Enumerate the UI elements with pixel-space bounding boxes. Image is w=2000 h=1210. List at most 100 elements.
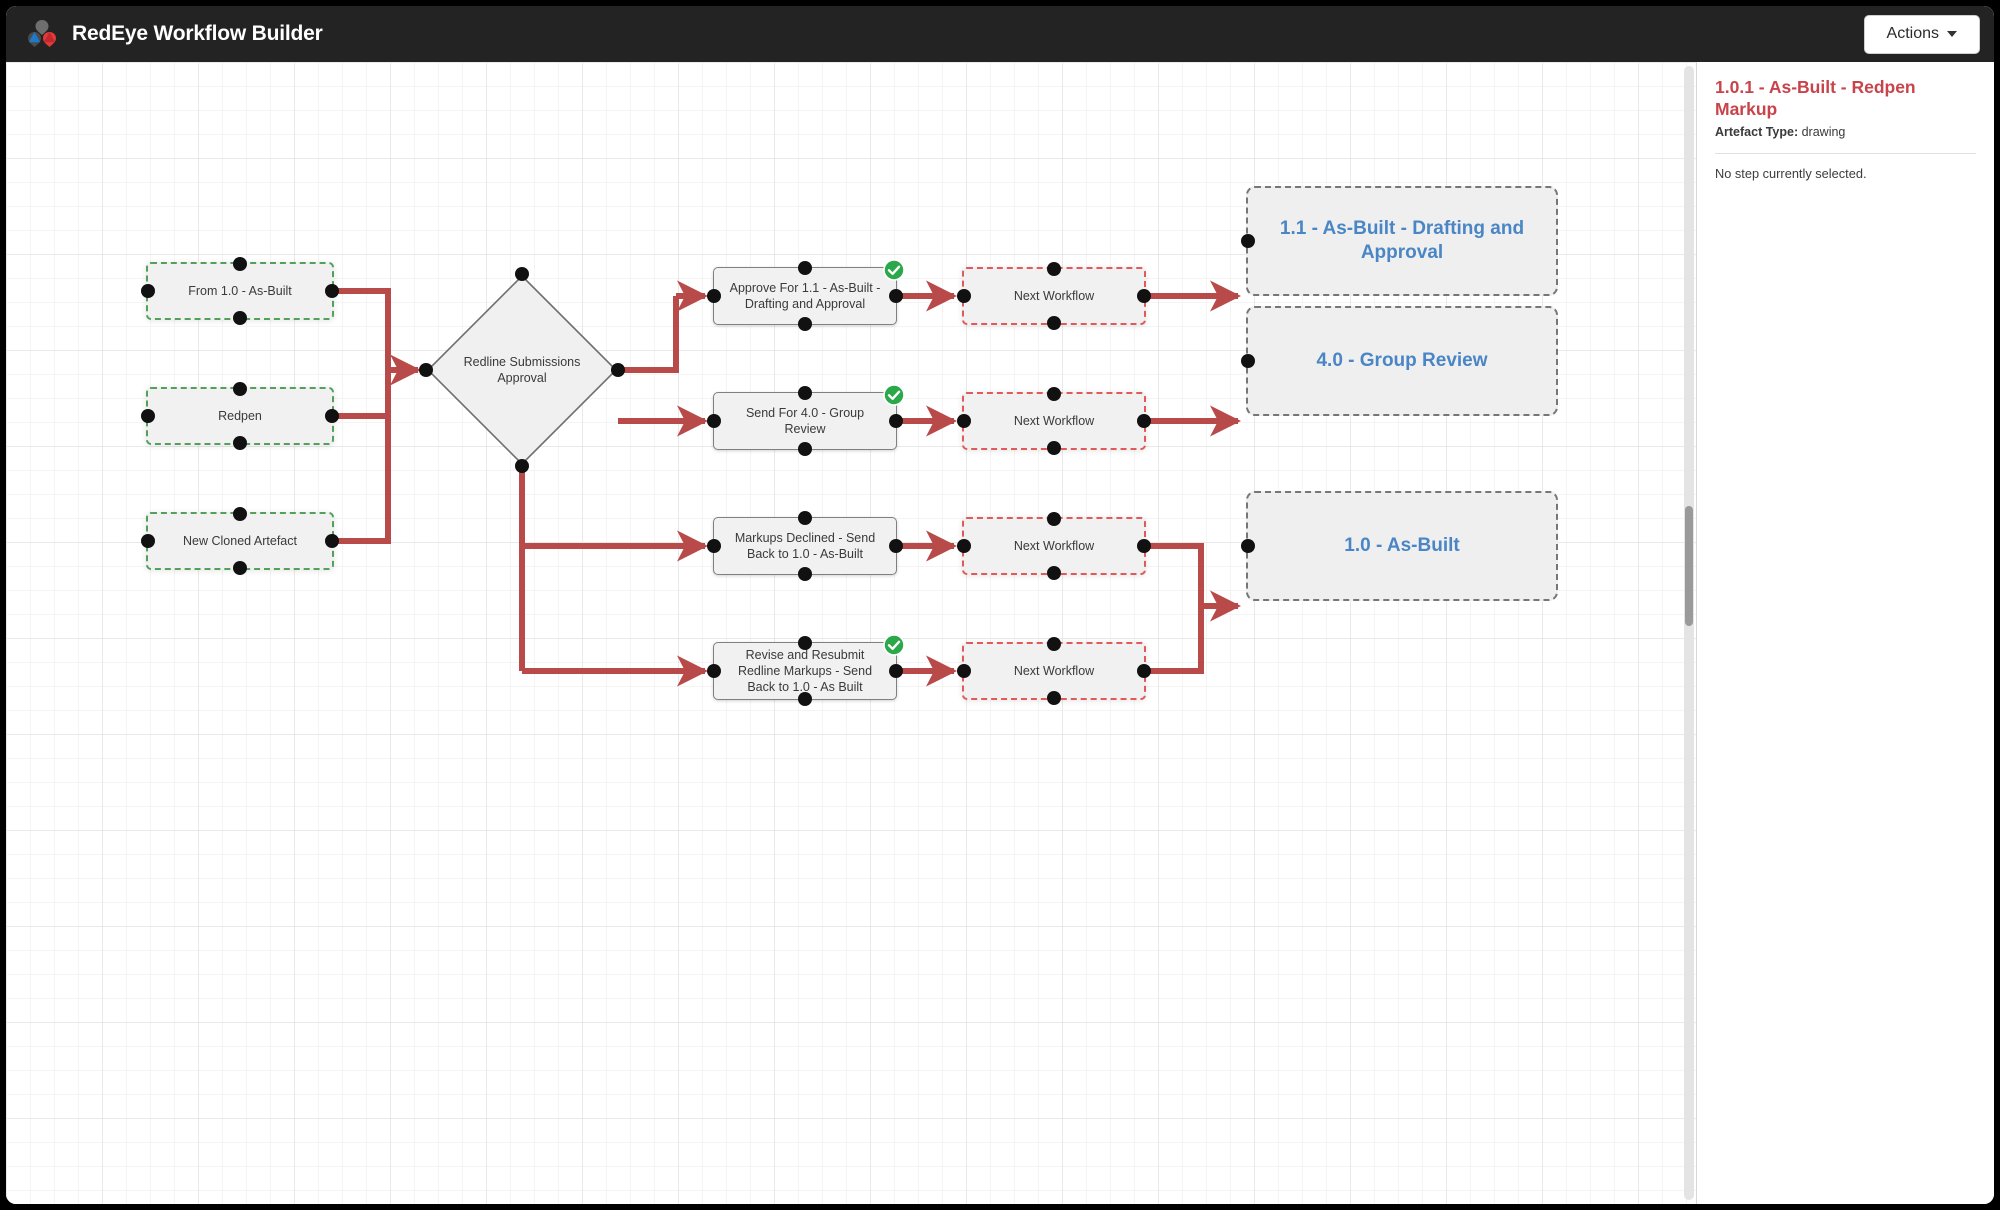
details-panel: 1.0.1 - As-Built - Redpen Markup Artefac… (1696, 62, 1994, 1204)
handle-left[interactable] (707, 664, 721, 678)
scrollbar-thumb[interactable] (1685, 506, 1693, 626)
handle-bottom[interactable] (798, 442, 812, 456)
redeye-logo-icon (28, 20, 56, 47)
node-label: 1.0 - As-Built (1344, 534, 1460, 556)
handle-left[interactable] (957, 414, 971, 428)
actions-button-label: Actions (1886, 24, 1939, 42)
handle-bottom[interactable] (1047, 441, 1061, 455)
node-label: Send For 4.0 - Group Review (745, 406, 865, 436)
action-node-revise-and-resubmit[interactable]: Revise and Resubmit Redline Markups - Se… (707, 634, 905, 706)
handle-right[interactable] (611, 363, 625, 377)
node-label: Approve For 1.1 - As-Built - Drafting an… (729, 281, 881, 311)
handle-top[interactable] (233, 257, 247, 271)
handle-right[interactable] (889, 664, 903, 678)
edge-decision-mid-seg (676, 370, 705, 421)
handle-top[interactable] (233, 382, 247, 396)
handle-left[interactable] (957, 539, 971, 553)
panel-divider (1715, 153, 1976, 155)
node-label: Redpen (218, 409, 262, 423)
handle-right[interactable] (325, 284, 339, 298)
artefact-type-label: Artefact Type: (1715, 125, 1799, 140)
handle-left[interactable] (141, 284, 155, 298)
handle-right[interactable] (889, 414, 903, 428)
target-node-1-1-as-built-drafting-and-approval[interactable]: 1.1 - As-Built - Drafting and Approval (1241, 186, 1558, 296)
action-node-approve-for-1-1[interactable]: Approve For 1.1 - As-Built - Drafting an… (707, 259, 905, 331)
edge-layer (334, 280, 1242, 687)
handle-bottom[interactable] (1047, 691, 1061, 705)
action-node-send-for-4-0[interactable]: Send For 4.0 - Group Review (707, 384, 905, 456)
brand: RedEye Workflow Builder (26, 19, 323, 49)
handle-left[interactable] (1241, 539, 1255, 553)
edge-nwf3-merge (1146, 543, 1204, 606)
handle-bottom[interactable] (1047, 566, 1061, 580)
handle-bottom[interactable] (233, 311, 247, 325)
top-bar: RedEye Workflow Builder Actions (6, 6, 1994, 62)
handle-left[interactable] (707, 414, 721, 428)
next-workflow-node-4[interactable]: Next Workflow (957, 637, 1151, 705)
handle-top[interactable] (1047, 512, 1061, 526)
edge-nwf4-merge (1146, 606, 1204, 674)
handle-left[interactable] (1241, 354, 1255, 368)
node-label: 4.0 - Group Review (1316, 349, 1488, 371)
canvas-vertical-scrollbar[interactable] (1684, 66, 1694, 1200)
handle-right[interactable] (1137, 414, 1151, 428)
source-node-redpen[interactable]: Redpen (141, 382, 339, 450)
artefact-type-value: drawing (1801, 125, 1846, 140)
panel-status-text: No step currently selected. (1715, 166, 1867, 182)
source-node-from-1-0[interactable]: From 1.0 - As-Built (141, 257, 339, 325)
handle-right[interactable] (889, 539, 903, 553)
handle-left[interactable] (707, 289, 721, 303)
check-circle-icon (883, 634, 905, 656)
handle-left[interactable] (707, 539, 721, 553)
node-label: Markups Declined - Send Back to 1.0 - As… (734, 531, 876, 561)
handle-right[interactable] (1137, 539, 1151, 553)
handle-left[interactable] (141, 534, 155, 548)
handle-top[interactable] (1047, 387, 1061, 401)
handle-right[interactable] (1137, 664, 1151, 678)
handle-top[interactable] (1047, 637, 1061, 651)
handle-right[interactable] (325, 409, 339, 423)
handle-left[interactable] (419, 363, 433, 377)
handle-top[interactable] (798, 511, 812, 525)
source-node-new-cloned-artefact[interactable]: New Cloned Artefact (141, 507, 339, 575)
next-workflow-node-2[interactable]: Next Workflow (957, 387, 1151, 455)
handle-bottom[interactable] (233, 561, 247, 575)
handle-bottom[interactable] (798, 567, 812, 581)
node-label: Next Workflow (1013, 414, 1095, 428)
actions-button[interactable]: Actions (1863, 14, 1980, 54)
app-title: RedEye Workflow Builder (72, 22, 323, 45)
handle-top[interactable] (798, 261, 812, 275)
handle-left[interactable] (141, 409, 155, 423)
handle-bottom[interactable] (798, 317, 812, 331)
handle-right[interactable] (325, 534, 339, 548)
workflow-canvas[interactable]: From 1.0 - As-Built Redpen New Cloned Ar… (6, 62, 1696, 1204)
handle-top[interactable] (233, 507, 247, 521)
handle-left[interactable] (957, 664, 971, 678)
handle-top[interactable] (798, 636, 812, 650)
edge-src3-to-decision (334, 370, 391, 544)
next-workflow-node-1[interactable]: Next Workflow (957, 262, 1151, 330)
handle-top[interactable] (798, 386, 812, 400)
handle-right[interactable] (1137, 289, 1151, 303)
handle-left[interactable] (957, 289, 971, 303)
next-workflow-node-3[interactable]: Next Workflow (957, 512, 1151, 580)
chevron-down-icon (1947, 30, 1957, 37)
edge-decision-up (618, 296, 679, 373)
handle-top[interactable] (515, 267, 529, 281)
handle-bottom[interactable] (1047, 316, 1061, 330)
check-circle-icon (883, 384, 905, 406)
handle-bottom[interactable] (798, 692, 812, 706)
panel-title: 1.0.1 - As-Built - Redpen Markup (1715, 77, 1916, 120)
target-node-4-0-group-review[interactable]: 4.0 - Group Review (1241, 306, 1558, 416)
node-label: From 1.0 - As-Built (188, 284, 292, 298)
handle-bottom[interactable] (233, 436, 247, 450)
decision-node-redline-submissions-approval[interactable]: Redline Submissions Approval (419, 267, 625, 473)
handle-bottom[interactable] (515, 459, 529, 473)
node-label: Redline Submissions Approval (463, 355, 581, 385)
action-node-markups-declined[interactable]: Markups Declined - Send Back to 1.0 - As… (707, 511, 903, 581)
handle-left[interactable] (1241, 234, 1255, 248)
check-circle-icon (883, 259, 905, 281)
handle-right[interactable] (889, 289, 903, 303)
handle-top[interactable] (1047, 262, 1061, 276)
target-node-1-0-as-built[interactable]: 1.0 - As-Built (1241, 491, 1558, 601)
